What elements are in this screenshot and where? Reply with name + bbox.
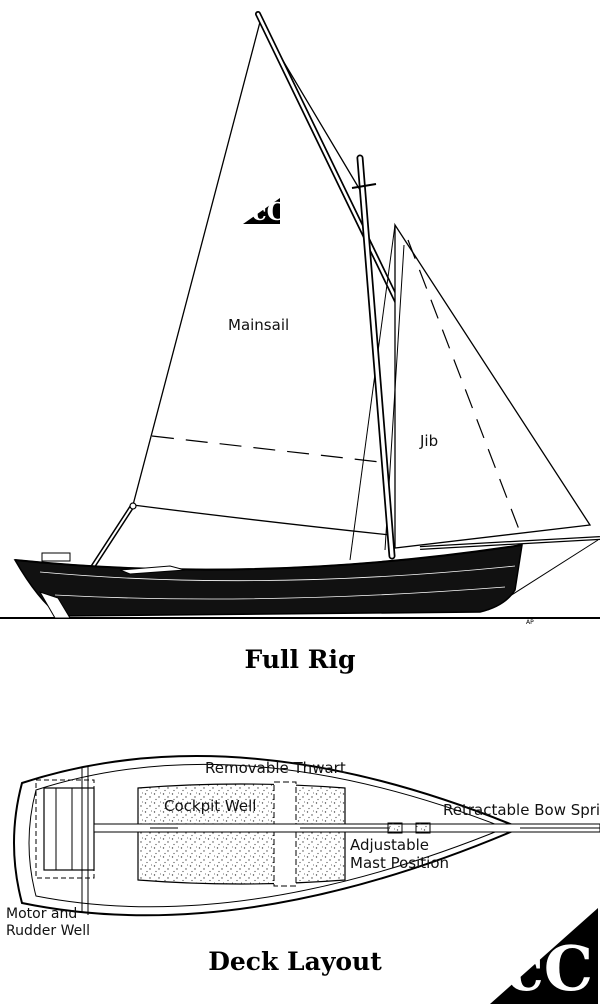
full-rig-title: Full Rig: [245, 645, 356, 674]
deck-layout-view: Removable Thwart Cockpit Well Retractabl…: [6, 755, 600, 976]
artist-initials: AP: [526, 619, 534, 626]
bow-sprit-label: Retractable Bow Sprit: [443, 801, 600, 819]
mast-position-slot: [387, 822, 403, 834]
brand-logo-text: cC: [506, 932, 593, 1005]
cockpit-well-label: Cockpit Well: [164, 797, 256, 815]
jib: [394, 222, 592, 549]
mainsail: [132, 20, 391, 536]
jib-reef-line: [407, 239, 521, 533]
mainsail-reef-line: [151, 435, 381, 463]
removable-thwart: [273, 781, 297, 887]
brand-logo: cC: [490, 908, 598, 1005]
full-rig-view: cC Mainsail Jib AP Full Rig: [0, 11, 600, 674]
sail-logo-text: cC: [252, 197, 286, 226]
sail-logo: cC: [243, 197, 286, 226]
jib-label: Jib: [419, 432, 438, 450]
motor-well-label-1: Motor and: [6, 906, 77, 922]
mainsail-label: Mainsail: [228, 316, 289, 334]
mast-position-label-1: Adjustable: [350, 836, 429, 854]
deck-layout-title: Deck Layout: [208, 947, 382, 976]
mast-position-label-2: Mast Position: [350, 854, 449, 872]
motor-well-label-2: Rudder Well: [6, 923, 90, 939]
removable-thwart-label: Removable Thwart: [205, 759, 346, 777]
